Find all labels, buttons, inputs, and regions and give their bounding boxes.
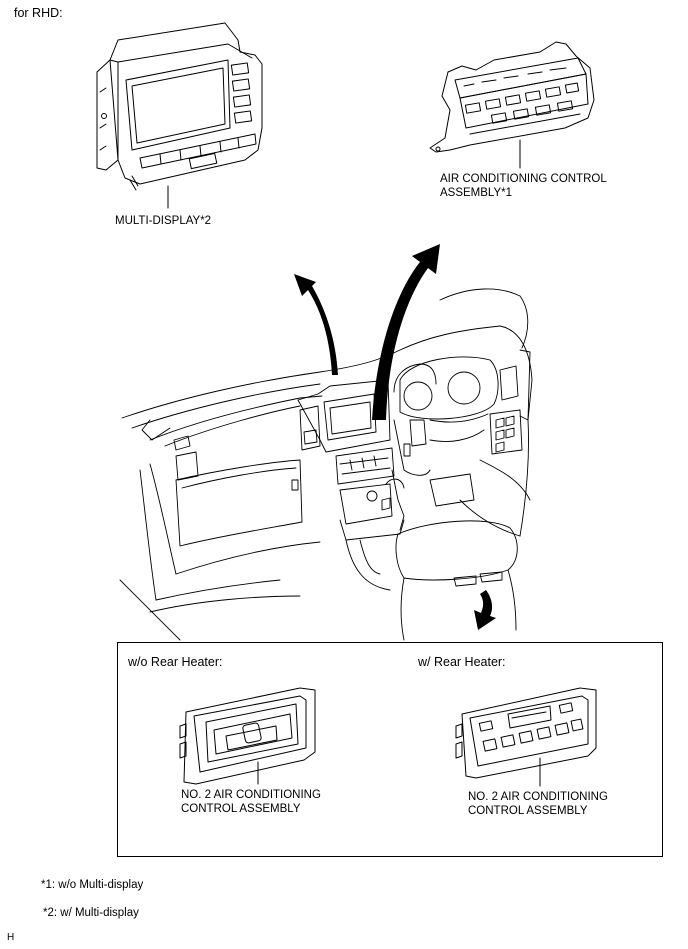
inset-left-part-line1: NO. 2 AIR CONDITIONING bbox=[181, 789, 321, 801]
inset-left-heading: w/o Rear Heater: bbox=[128, 655, 223, 669]
removal-arrow-left bbox=[294, 274, 338, 375]
ac-control-label-line2: ASSEMBLY*1 bbox=[440, 187, 513, 199]
inset-right-part-line2: CONTROL ASSEMBLY bbox=[468, 805, 588, 817]
footnote-2: *2: w/ Multi-display bbox=[43, 907, 139, 919]
variant-label: for RHD: bbox=[14, 6, 63, 20]
inset-right-heading: w/ Rear Heater: bbox=[418, 655, 506, 669]
multi-display-unit bbox=[96, 22, 263, 191]
dashboard-interior bbox=[119, 288, 533, 641]
no2-ac-control-rear-heater bbox=[455, 687, 597, 779]
ac-control-unit bbox=[429, 41, 595, 153]
corner-mark: H bbox=[7, 932, 15, 943]
multi-display-label: MULTI-DISPLAY*2 bbox=[115, 215, 212, 227]
removal-arrow-down bbox=[474, 590, 496, 630]
inset-right-part-line1: NO. 2 AIR CONDITIONING bbox=[468, 791, 608, 803]
removal-arrow-right bbox=[372, 244, 440, 420]
footnote-1: *1: w/o Multi-display bbox=[41, 879, 144, 891]
no2-ac-control-basic bbox=[179, 687, 316, 785]
rear-control-inset bbox=[117, 642, 663, 857]
ac-control-label-line1: AIR CONDITIONING CONTROL bbox=[440, 173, 607, 185]
inset-left-part-line2: CONTROL ASSEMBLY bbox=[181, 803, 301, 815]
